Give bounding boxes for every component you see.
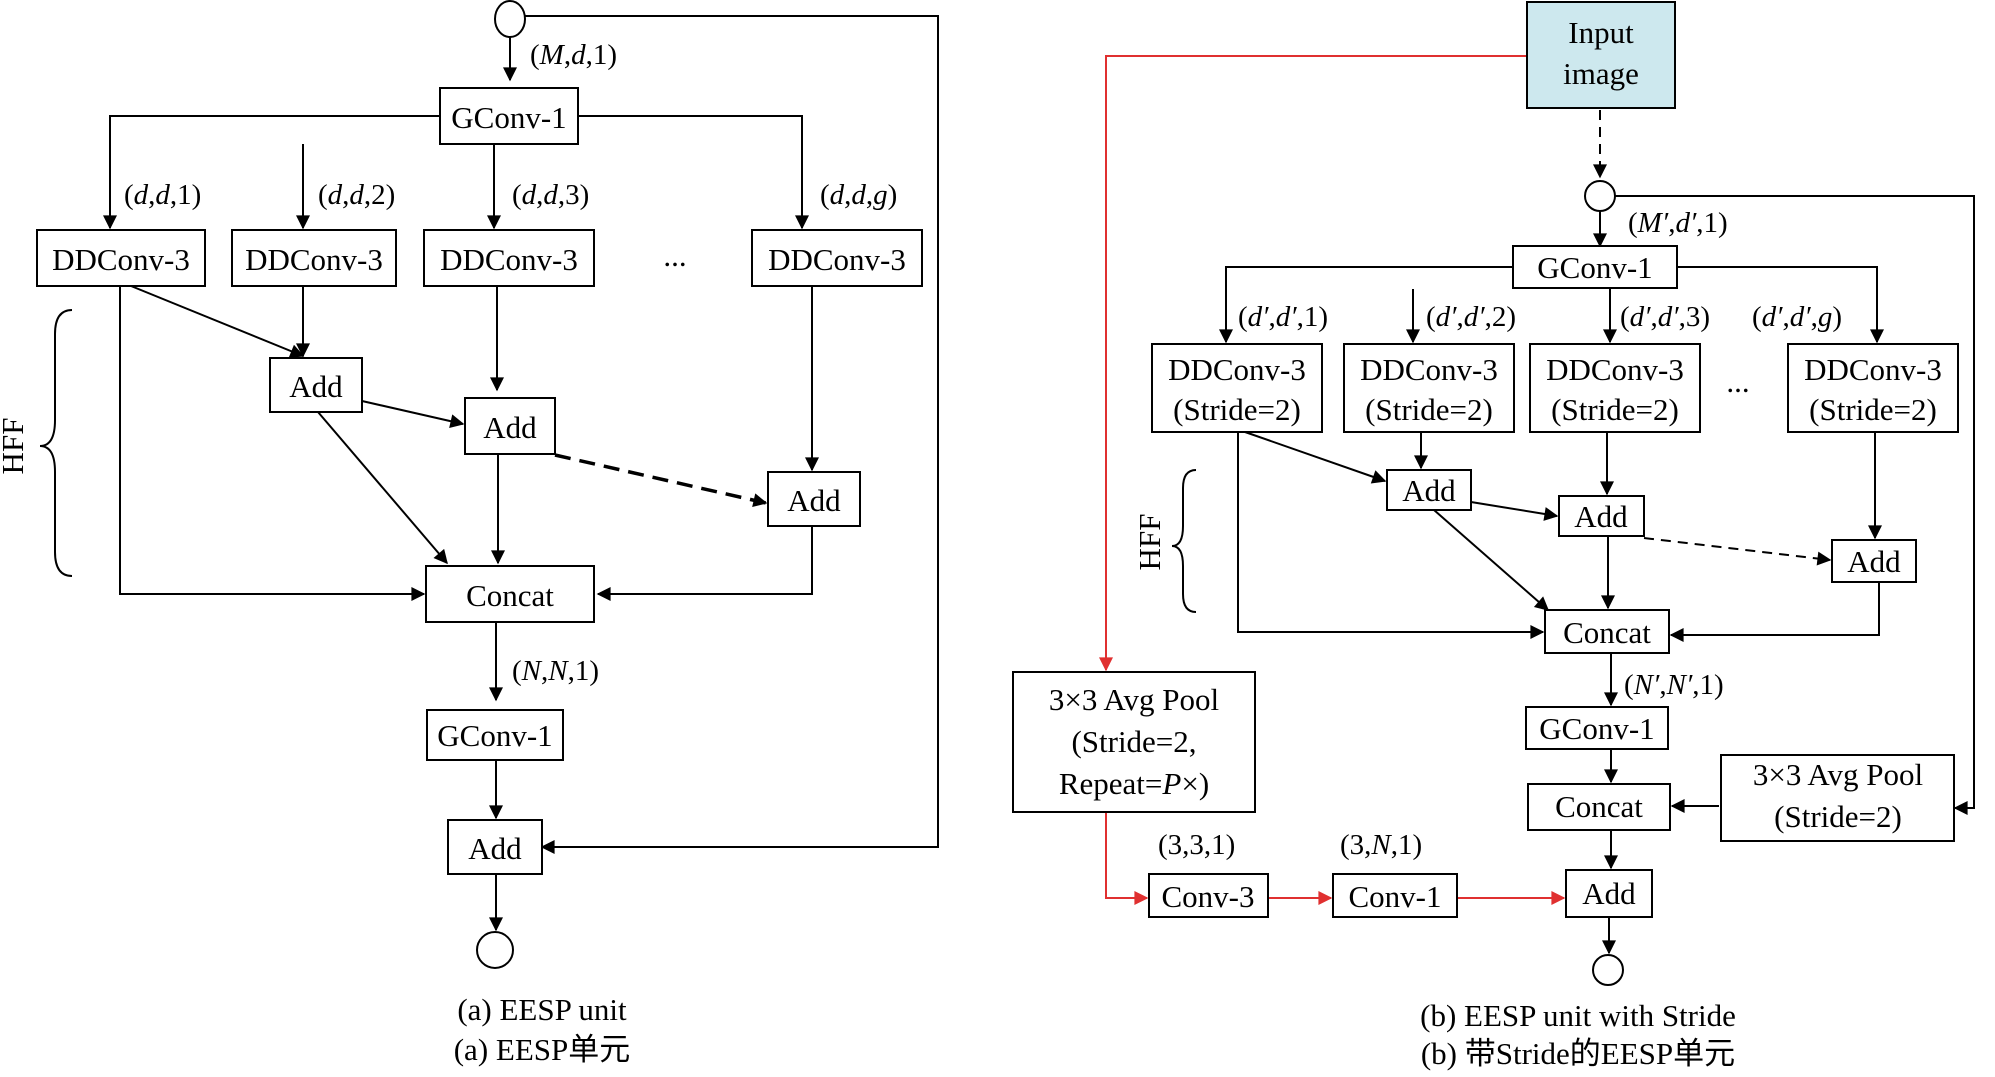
stride-label: (Stride=2) — [1551, 392, 1679, 427]
add-box-2: Add — [464, 397, 556, 455]
ddconv-label: DDConv-3 — [245, 242, 383, 277]
avgpool-left-box: 3×3 Avg Pool (Stride=2, Repeat=P×) — [1012, 671, 1256, 813]
add-box-1: Add — [1386, 469, 1472, 511]
ddconv-stride-box-4: DDConv-3 (Stride=2) — [1787, 343, 1959, 433]
avgpool-left-line1: 3×3 Avg Pool — [1049, 682, 1219, 717]
gconv1-top-label: GConv-1 — [1537, 250, 1652, 285]
ddconv-stride-box-3: DDConv-3 (Stride=2) — [1529, 343, 1701, 433]
gconv1-bottom-box: GConv-1 — [426, 709, 564, 761]
gconv1-bottom-label: GConv-1 — [437, 718, 552, 753]
ddconv-box-4: DDConv-3 — [751, 229, 923, 287]
ddconv-box-1: DDConv-3 — [36, 229, 206, 287]
ddconv-label: DDConv-3 — [1546, 352, 1684, 387]
ddconv-label: DDConv-3 — [1168, 352, 1306, 387]
ddconv-box-3: DDConv-3 — [423, 229, 595, 287]
add-box-3: Add — [767, 471, 861, 527]
ddconv-label: DDConv-3 — [440, 242, 578, 277]
gconv1-top-box: GConv-1 — [1512, 245, 1678, 289]
add-box-3: Add — [1831, 539, 1917, 583]
dim-label-ddg: (d,d,g) — [820, 179, 897, 211]
input-node-circle — [494, 0, 526, 38]
avgpool-right-line2: (Stride=2) — [1774, 799, 1902, 834]
gconv1-top-box: GConv-1 — [439, 87, 579, 145]
add-label: Add — [289, 369, 343, 404]
hff-label: HFF — [1132, 514, 1167, 571]
avgpool-left-line3: Repeat=P×) — [1059, 766, 1209, 801]
avgpool-left-line2: (Stride=2, — [1071, 724, 1196, 759]
ddconv-box-2: DDConv-3 — [231, 229, 397, 287]
concat-box: Concat — [425, 565, 595, 623]
dim-label-c3n1: (3,N,1) — [1340, 829, 1422, 861]
caption-b-zh: (b) 带Stride的EESP单元 — [1421, 1036, 1735, 1071]
dim-label-dd1: (d,d,1) — [124, 179, 201, 211]
add-label: Add — [1402, 473, 1456, 508]
ddconv-label: DDConv-3 — [52, 242, 190, 277]
ddconv-stride-box-2: DDConv-3 (Stride=2) — [1343, 343, 1515, 433]
caption-b-en: (b) EESP unit with Stride — [1420, 998, 1736, 1033]
gconv1-top-label: GConv-1 — [451, 100, 566, 135]
gconv1-bottom-label: GConv-1 — [1539, 711, 1654, 746]
add-label: Add — [1847, 544, 1901, 579]
add-final-label: Add — [468, 831, 522, 866]
concat-label: Concat — [1563, 615, 1651, 650]
conv1-label: Conv-1 — [1349, 879, 1442, 914]
dim-label-dd3: (d′,d′,3) — [1620, 301, 1710, 333]
add-box-2: Add — [1558, 495, 1645, 537]
panel-a-connectors — [103, 15, 939, 932]
add-label: Add — [787, 483, 841, 518]
dim-label-dd3: (d,d,3) — [512, 179, 589, 211]
dim-label-dd2: (d′,d′,2) — [1426, 301, 1516, 333]
stride-label: (Stride=2) — [1809, 392, 1937, 427]
caption-a-zh: (a) EESP单元 — [454, 1032, 631, 1067]
dim-label-dd1: (d′,d′,1) — [1238, 301, 1328, 333]
ddconv-label: DDConv-3 — [768, 242, 906, 277]
dim-label-md1: (M,d,1) — [530, 39, 617, 71]
concat2-label: Concat — [1555, 789, 1643, 824]
conv3-box: Conv-3 — [1148, 873, 1269, 918]
output-node-circle — [476, 931, 514, 969]
concat-box: Concat — [1544, 609, 1670, 654]
hff-brace — [1171, 469, 1197, 613]
dim-label-ddg: (d′,d′,g) — [1752, 301, 1842, 333]
output-node-circle — [1592, 954, 1624, 986]
avgpool-right-box: 3×3 Avg Pool (Stride=2) — [1720, 754, 1955, 842]
add-final-box: Add — [1565, 869, 1653, 918]
hff-brace — [39, 309, 73, 577]
add-final-box: Add — [447, 819, 543, 875]
dim-label-nn1: (N,N,1) — [512, 655, 599, 687]
input-image-line2: image — [1563, 56, 1639, 91]
gconv1-bottom-box: GConv-1 — [1525, 706, 1669, 750]
conv3-label: Conv-3 — [1162, 879, 1255, 914]
dim-label-dd2: (d,d,2) — [318, 179, 395, 211]
input-image-line1: Input — [1568, 15, 1634, 50]
concat2-box: Concat — [1527, 783, 1671, 831]
hff-label: HFF — [0, 418, 30, 475]
add-label: Add — [483, 410, 537, 445]
concat-label: Concat — [466, 578, 554, 613]
avgpool-right-line1: 3×3 Avg Pool — [1753, 757, 1923, 792]
add-box-1: Add — [269, 357, 363, 413]
add-label: Add — [1574, 499, 1628, 534]
add-final-label: Add — [1582, 876, 1636, 911]
panel-b: Input image GConv-1 DDConv-3 (Stride=2) … — [1012, 1, 1975, 1071]
ddconv-stride-box-1: DDConv-3 (Stride=2) — [1151, 343, 1323, 433]
panel-b-connectors — [1099, 55, 1975, 955]
stride-label: (Stride=2) — [1365, 392, 1493, 427]
panel-a: GConv-1 DDConv-3 DDConv-3 DDConv-3 ... D… — [0, 0, 939, 1067]
dim-label-c331: (3,3,1) — [1158, 829, 1235, 861]
stride-label: (Stride=2) — [1173, 392, 1301, 427]
dim-label-md1: (M′,d′,1) — [1628, 207, 1728, 239]
input-node-circle — [1584, 180, 1616, 212]
input-image-box: Input image — [1526, 1, 1676, 109]
caption-a-en: (a) EESP unit — [457, 992, 627, 1027]
dim-label-nn1: (N′,N′,1) — [1624, 669, 1724, 701]
ellipsis: ... — [1726, 364, 1749, 399]
ddconv-label: DDConv-3 — [1804, 352, 1942, 387]
conv1-box: Conv-1 — [1332, 873, 1458, 918]
ddconv-label: DDConv-3 — [1360, 352, 1498, 387]
ellipsis: ... — [663, 238, 686, 273]
